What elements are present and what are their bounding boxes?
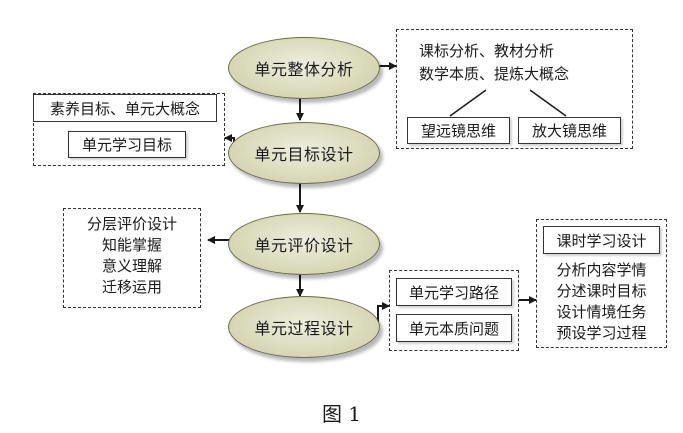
stage-ellipse-evaluation: 单元评价设计 (228, 213, 380, 275)
stage-label: 单元过程设计 (254, 319, 354, 338)
stage-ellipse-goal: 单元目标设计 (228, 122, 380, 184)
lesson-line-1: 分析内容学情 (556, 261, 647, 279)
lesson-line-2: 分述课时目标 (556, 282, 647, 300)
telescope-thinking-box: 望远镜思维 (407, 117, 510, 144)
lesson-line-4: 预设学习过程 (556, 324, 647, 342)
lesson-line-3: 设计情境任务 (556, 303, 647, 321)
branch-line-left (449, 89, 487, 117)
evaluation-line-4: 迁移运用 (101, 278, 162, 296)
magnifier-thinking-box: 放大镜思维 (518, 117, 621, 144)
goal-panel (33, 93, 225, 166)
analysis-line-2: 数学本质、提炼大概念 (419, 65, 570, 83)
evaluation-line-2: 知能掌握 (101, 236, 162, 254)
stage-ellipse-process: 单元过程设计 (228, 296, 380, 358)
lesson-panel (536, 219, 667, 348)
stage-label: 单元目标设计 (254, 145, 354, 164)
stage-label: 单元评价设计 (254, 236, 354, 255)
literacy-goal-box: 素养目标、单元大概念 (33, 94, 217, 122)
stage-label: 单元整体分析 (254, 60, 354, 79)
process-panel (389, 270, 519, 351)
analysis-line-1: 课标分析、教材分析 (419, 42, 555, 60)
figure-caption: 图 1 (321, 402, 362, 426)
unit-learning-path-box: 单元学习路径 (396, 278, 512, 306)
evaluation-panel (63, 208, 201, 308)
analysis-panel (396, 29, 633, 149)
unit-learning-goal-box: 单元学习目标 (68, 131, 186, 158)
lesson-design-box: 课时学习设计 (543, 226, 660, 254)
stage-ellipse-analysis: 单元整体分析 (228, 37, 380, 99)
evaluation-line-1: 分层评价设计 (86, 215, 177, 233)
branch-line-right (529, 89, 567, 117)
evaluation-line-3: 意义理解 (101, 257, 162, 275)
unit-essential-question-box: 单元本质问题 (396, 314, 512, 342)
